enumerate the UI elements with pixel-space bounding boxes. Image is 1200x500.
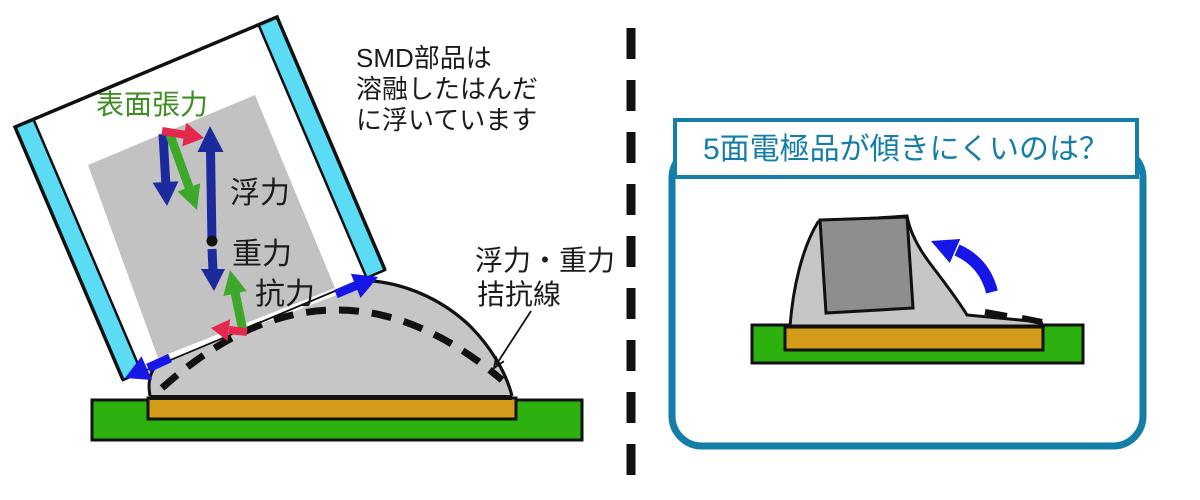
drag-arrowhead: [223, 270, 247, 296]
caption-line-1: SMD部品は: [356, 43, 492, 73]
drag-arrow: [230, 291, 248, 332]
right-panel-title-box: [673, 118, 1139, 179]
rotation-blue-arrow: [954, 244, 998, 294]
buoyancy-arrowhead: [197, 126, 224, 152]
tension-green-diagonal-arrow: [165, 133, 195, 192]
solder-pad-right: [783, 325, 1045, 352]
caption-line-3: に浮いています: [356, 105, 537, 135]
smd-component-outline: [12, 14, 387, 381]
gravity-arrow: [207, 248, 218, 272]
surface-tension-label: 表面張力: [96, 89, 208, 120]
equilibrium-label-line1: 浮力・重力: [475, 245, 615, 276]
surface-tension-blue-arrowhead-left: [125, 356, 153, 380]
caption-line-2: 溶融したはんだ: [356, 74, 538, 104]
tension-red-left-arrowhead: [211, 319, 231, 342]
center-of-gravity-dot: [206, 235, 218, 247]
surface-tension-blue-arrowhead-right: [350, 273, 378, 298]
tension-navy-down-arrow: [158, 133, 171, 184]
rotation-blue-arrowhead: [931, 239, 961, 263]
tension-red-right-arrowhead: [182, 122, 204, 147]
solder-fillet-outline-right: [372, 279, 514, 397]
tension-navy-down-arrowhead: [152, 181, 179, 206]
surface-tension-blue-arrow-left: [146, 353, 172, 373]
surface-dashes-right: [984, 309, 1043, 325]
equilibrium-pointer-arrowhead: [492, 356, 505, 370]
surface-tension-blue-arrow-right: [334, 281, 358, 299]
tension-red-left-arrow: [228, 326, 248, 336]
right-diagram: 5面電極品が傾きにくいのは？: [668, 118, 1147, 450]
right-panel-title: 5面電極品が傾きにくいのは？: [703, 133, 1109, 166]
equilibrium-pointer-line: [495, 310, 532, 366]
chip-right: [818, 215, 915, 315]
left-diagram: 表面張力 浮力 重力 抗力 SMD部品は 溶融したはんだ に浮いています 浮力・…: [12, 14, 615, 442]
tension-green-diagonal-arrowhead: [177, 183, 201, 210]
gravity-label: 重力: [232, 238, 292, 271]
gravity-arrowhead: [201, 269, 225, 291]
buoyancy-label: 浮力: [230, 177, 290, 210]
solder-fillet: [149, 281, 512, 396]
equilibrium-label-line2: 拮抗線: [477, 279, 561, 310]
tension-red-right-arrow: [161, 127, 187, 139]
buoyancy-arrow: [206, 149, 217, 244]
solder-pad: [146, 396, 518, 421]
drag-label: 抗力: [255, 278, 315, 311]
